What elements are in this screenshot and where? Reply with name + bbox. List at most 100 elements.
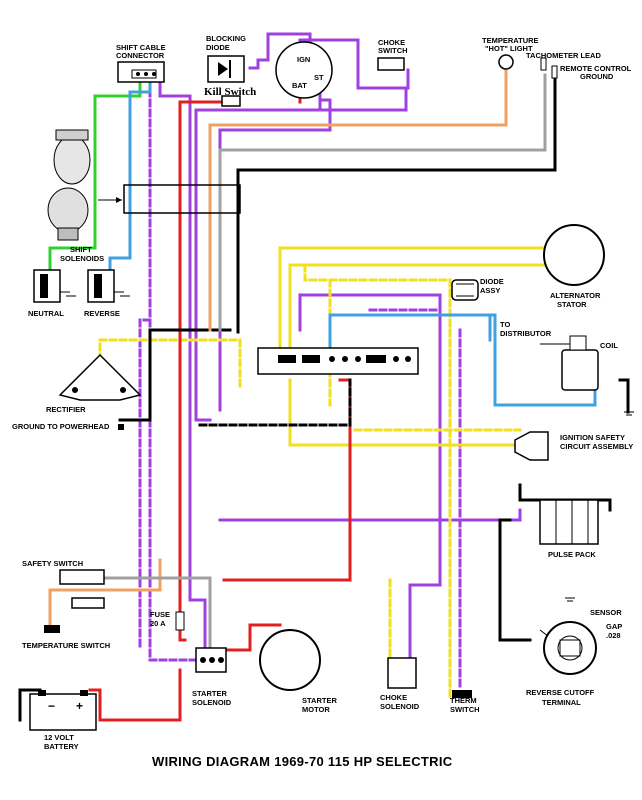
- wire-yellow-alt: [278, 246, 552, 352]
- label-gap-2: .028: [606, 631, 621, 640]
- wire-purple-main: [194, 86, 408, 422]
- diagram-title: WIRING DIAGRAM 1969-70 115 HP SELECTRIC: [152, 754, 453, 769]
- shift-solenoid-illustration: [47, 129, 122, 241]
- label-reverse-cutoff-2: TERMINAL: [542, 698, 581, 707]
- wire-red-battery: [88, 668, 182, 722]
- label-ignition-safety-2: CIRCUIT ASSEMBLY: [560, 442, 633, 451]
- label-shift-solenoids-1: SHIFT: [70, 245, 92, 254]
- label-starter-motor-2: MOTOR: [302, 705, 330, 714]
- label-diode-assy-2: ASSY: [480, 286, 500, 295]
- label-alternator-2: STATOR: [557, 300, 587, 309]
- coil: [540, 335, 599, 391]
- label-choke-switch-2: SWITCH: [378, 46, 408, 55]
- tachometer-lead-post: [540, 57, 547, 71]
- harness-sleeve: [123, 184, 241, 214]
- remote-ground-post: [551, 65, 558, 79]
- pulse-pack: [539, 499, 599, 545]
- label-tach-lead: TACHOMETER LEAD: [526, 51, 601, 60]
- label-choke-switch-1: CHOKE: [378, 38, 405, 47]
- wire-purple-right: [298, 293, 442, 662]
- temperature-switch-base: [44, 625, 60, 633]
- label-neutral: NEUTRAL: [28, 309, 64, 318]
- wire-purple-dashed-2: [138, 318, 152, 652]
- wire-purple-dashed-1: [148, 88, 197, 662]
- label-temp-light-1: TEMPERATURE: [482, 36, 539, 45]
- label-temp-light-2: "HOT" LIGHT: [485, 44, 533, 53]
- starter-solenoid: [195, 647, 227, 673]
- reverse-solenoid: [87, 269, 130, 303]
- wire-orange-temp: [208, 68, 508, 332]
- label-alternator-1: ALTERNATOR: [550, 291, 601, 300]
- wire-purple-yellow-right: [368, 308, 462, 692]
- labels: SHIFT CABLE CONNECTOR BLOCKING DIODE Kil…: [12, 34, 633, 751]
- ignition-safety-circuit: [514, 431, 549, 461]
- label-coil: COIL: [600, 341, 618, 350]
- label-shift-solenoids-2: SOLENOIDS: [60, 254, 104, 263]
- label-sensor: SENSOR: [590, 608, 622, 617]
- label-starter-solenoid-2: SOLENOID: [192, 698, 232, 707]
- temperature-switch-body: [71, 597, 105, 609]
- wire-yellow-right-dashed: [353, 428, 522, 662]
- label-reverse: REVERSE: [84, 309, 120, 318]
- wire-black-tach: [236, 73, 557, 334]
- sensor: [539, 621, 597, 675]
- terminal-block: [257, 347, 419, 375]
- sensor-ground-icon: [565, 597, 575, 602]
- label-therm-switch-2: SWITCH: [450, 705, 480, 714]
- label-st: ST: [314, 73, 324, 82]
- label-shift-cable-2: CONNECTOR: [116, 51, 165, 60]
- label-bat: BAT: [292, 81, 307, 90]
- ignition-switch[interactable]: [275, 41, 333, 99]
- label-starter-motor-1: STARTER: [302, 696, 337, 705]
- safety-switch[interactable]: [59, 569, 105, 585]
- label-fuse-1: FUSE: [150, 610, 170, 619]
- wire-red-motor: [226, 623, 282, 652]
- kill-switch[interactable]: [221, 95, 241, 107]
- label-to-distributor-2: DISTRIBUTOR: [500, 329, 552, 338]
- coil-ground-icon: [624, 411, 634, 416]
- shift-cable-connector: [117, 61, 165, 83]
- wire-orange-low: [48, 558, 162, 627]
- label-ignition-safety-1: IGNITION SAFETY: [560, 433, 625, 442]
- label-pulse-pack: PULSE PACK: [548, 550, 596, 559]
- label-choke-solenoid-1: CHOKE: [380, 693, 407, 702]
- label-blocking-diode-1: BLOCKING: [206, 34, 246, 43]
- wire-red-starter: [222, 378, 352, 582]
- choke-solenoid: [387, 657, 417, 689]
- wire-purple-harness: [158, 82, 207, 662]
- label-remote-ground-2: GROUND: [580, 72, 614, 81]
- alternator-stator: [543, 224, 605, 286]
- label-fuse-2: 20 A: [150, 619, 166, 628]
- starter-motor: [259, 629, 321, 691]
- label-blocking-diode-2: DIODE: [206, 43, 230, 52]
- wire-blue-right: [328, 313, 597, 407]
- wire-yellow-dashed: [303, 263, 452, 702]
- label-rectifier: RECTIFIER: [46, 405, 86, 414]
- wire-gray-remote: [218, 73, 547, 332]
- rectifier: [58, 353, 142, 401]
- fuse: [175, 611, 185, 631]
- label-choke-solenoid-2: SOLENOID: [380, 702, 420, 711]
- therm-switch: [452, 690, 472, 698]
- label-gap-1: GAP: [606, 622, 622, 631]
- label-kill-switch: Kill Switch: [204, 86, 256, 98]
- blocking-diode: [207, 55, 245, 83]
- wire-gray-safety: [103, 576, 212, 652]
- wire-yellow-loop: [288, 378, 522, 447]
- wire-black-rect: [118, 328, 232, 422]
- label-starter-solenoid-1: STARTER: [192, 689, 227, 698]
- neutral-solenoid: [33, 269, 76, 303]
- label-ground-powerhead: GROUND TO POWERHEAD: [12, 422, 110, 431]
- choke-switch[interactable]: [377, 57, 405, 71]
- battery-12v: [29, 690, 97, 731]
- diode-assembly: [451, 279, 479, 301]
- wire-black-battery: [18, 688, 42, 722]
- wire-blue-shift: [108, 82, 152, 270]
- label-battery-1: 12 VOLT: [44, 733, 74, 742]
- temperature-hot-light: [498, 54, 514, 70]
- label-temperature-switch: TEMPERATURE SWITCH: [22, 641, 110, 650]
- label-ign: IGN: [297, 55, 310, 64]
- label-safety-switch: SAFETY SWITCH: [22, 559, 83, 568]
- wire-purple-bottom: [218, 508, 522, 522]
